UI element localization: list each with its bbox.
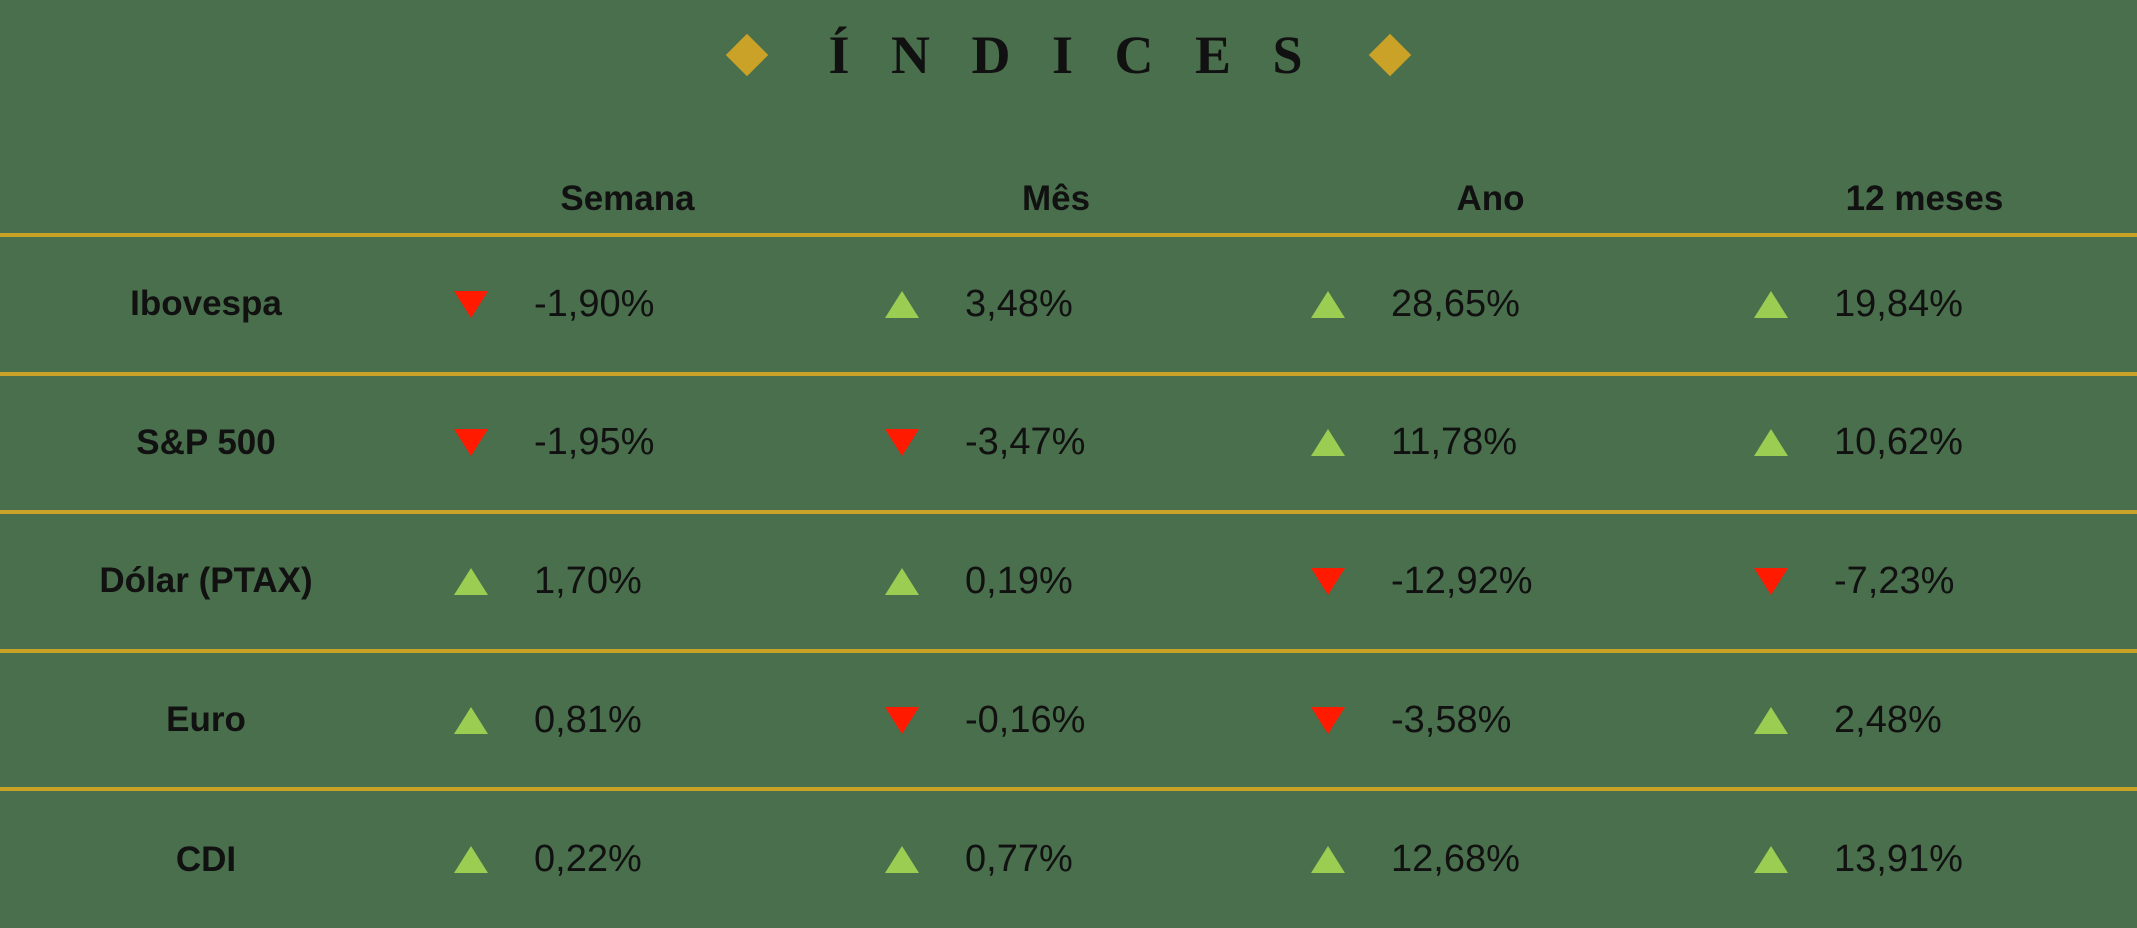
- cell-ibovespa-12-meses: 19,84%: [1712, 235, 2137, 376]
- cell-dolar-semana: 1,70%: [412, 512, 843, 653]
- diamond-left-icon: [726, 33, 769, 77]
- column-header-12-meses: 12 meses: [1712, 165, 2137, 237]
- cell-sp500-12-meses: 10,62%: [1712, 373, 2137, 515]
- table-corner-cell: [0, 165, 412, 237]
- arrow-up-icon: [1754, 290, 1788, 318]
- indices-table: Semana Mês Ano 12 meses Ibovespa -1,90%: [0, 165, 2137, 928]
- cell-value: 0,81%: [534, 698, 642, 741]
- table-row: S&P 500 -1,95% -3,47% 11,: [0, 373, 2137, 515]
- arrow-up-icon: [1311, 290, 1345, 318]
- cell-value: -1,90%: [534, 282, 655, 325]
- arrow-up-icon: [454, 846, 488, 874]
- cell-value: -0,16%: [965, 698, 1086, 741]
- cell-sp500-semana: -1,95%: [412, 373, 843, 515]
- cell-sp500-mes: -3,47%: [843, 373, 1269, 515]
- arrow-up-icon: [885, 567, 919, 595]
- cell-euro-12-meses: 2,48%: [1712, 650, 2137, 792]
- row-label-cdi: CDI: [175, 839, 237, 879]
- cell-ibovespa-ano: 28,65%: [1269, 235, 1712, 376]
- cell-value: -7,23%: [1834, 559, 1955, 602]
- cell-value: 12,68%: [1391, 838, 1520, 881]
- cell-value: 19,84%: [1834, 282, 1963, 325]
- cell-dolar-mes: 0,19%: [843, 512, 1269, 653]
- arrow-up-icon: [1311, 846, 1345, 874]
- cell-value: 0,22%: [534, 838, 642, 881]
- cell-ibovespa-semana: -1,90%: [412, 235, 843, 376]
- page-header: Í N D I C E S: [0, 0, 2137, 110]
- column-header-semana: Semana: [412, 165, 843, 237]
- cell-value: -12,92%: [1391, 559, 1533, 602]
- arrow-up-icon: [1754, 846, 1788, 874]
- arrow-down-icon: [1311, 706, 1345, 734]
- diamond-right-icon: [1368, 33, 1411, 77]
- cell-cdi-12-meses: 13,91%: [1712, 789, 2137, 928]
- cell-dolar-ano: -12,92%: [1269, 512, 1712, 653]
- cell-value: 2,48%: [1834, 698, 1942, 741]
- cell-euro-semana: 0,81%: [412, 650, 843, 792]
- cell-value: 28,65%: [1391, 282, 1520, 325]
- arrow-down-icon: [1754, 567, 1788, 595]
- cell-value: -1,95%: [534, 421, 655, 464]
- cell-cdi-mes: 0,77%: [843, 789, 1269, 928]
- cell-cdi-ano: 12,68%: [1269, 789, 1712, 928]
- cell-value: 11,78%: [1391, 421, 1518, 464]
- table-row: CDI 0,22% 0,77% 12,68%: [0, 789, 2137, 928]
- arrow-down-icon: [885, 429, 919, 457]
- cell-value: 0,19%: [965, 559, 1073, 602]
- arrow-down-icon: [885, 706, 919, 734]
- cell-value: 0,77%: [965, 838, 1073, 881]
- cell-value: -3,58%: [1391, 698, 1512, 741]
- arrow-up-icon: [454, 706, 488, 734]
- table-row: Dólar (PTAX) 1,70% 0,19%: [0, 512, 2137, 653]
- row-label-euro: Euro: [0, 650, 412, 792]
- cell-value: 10,62%: [1834, 421, 1963, 464]
- arrow-up-icon: [1754, 706, 1788, 734]
- cell-value: 13,91%: [1834, 838, 1963, 881]
- table-row: Euro 0,81% -0,16% -3,58%: [0, 650, 2137, 792]
- cell-value: 3,48%: [965, 282, 1073, 325]
- arrow-up-icon: [1754, 429, 1788, 457]
- column-header-ano: Ano: [1269, 165, 1712, 237]
- column-header-mes: Mês: [843, 165, 1269, 237]
- cell-value: -3,47%: [965, 421, 1086, 464]
- row-label-ibovespa: Ibovespa: [0, 235, 412, 376]
- row-label-dolar-ptax: Dólar (PTAX): [0, 512, 412, 653]
- cell-euro-ano: -3,58%: [1269, 650, 1712, 792]
- arrow-up-icon: [885, 846, 919, 874]
- arrow-down-icon: [1311, 567, 1345, 595]
- cell-value: 1,70%: [534, 559, 642, 602]
- arrow-up-icon: [1311, 429, 1345, 457]
- cell-ibovespa-mes: 3,48%: [843, 235, 1269, 376]
- arrow-up-icon: [885, 290, 919, 318]
- arrow-down-icon: [454, 429, 488, 457]
- cell-dolar-12-meses: -7,23%: [1712, 512, 2137, 653]
- row-label-sp500: S&P 500: [0, 373, 412, 515]
- arrow-down-icon: [454, 290, 488, 318]
- cell-euro-mes: -0,16%: [843, 650, 1269, 792]
- cell-sp500-ano: 11,78%: [1269, 373, 1712, 515]
- table-header-row: Semana Mês Ano 12 meses: [0, 165, 2137, 237]
- page-title: Í N D I C E S: [828, 25, 1317, 85]
- cell-cdi-semana: 0,22%: [412, 789, 843, 928]
- table-row: Ibovespa -1,90% 3,48% 28,: [0, 235, 2137, 376]
- arrow-up-icon: [454, 567, 488, 595]
